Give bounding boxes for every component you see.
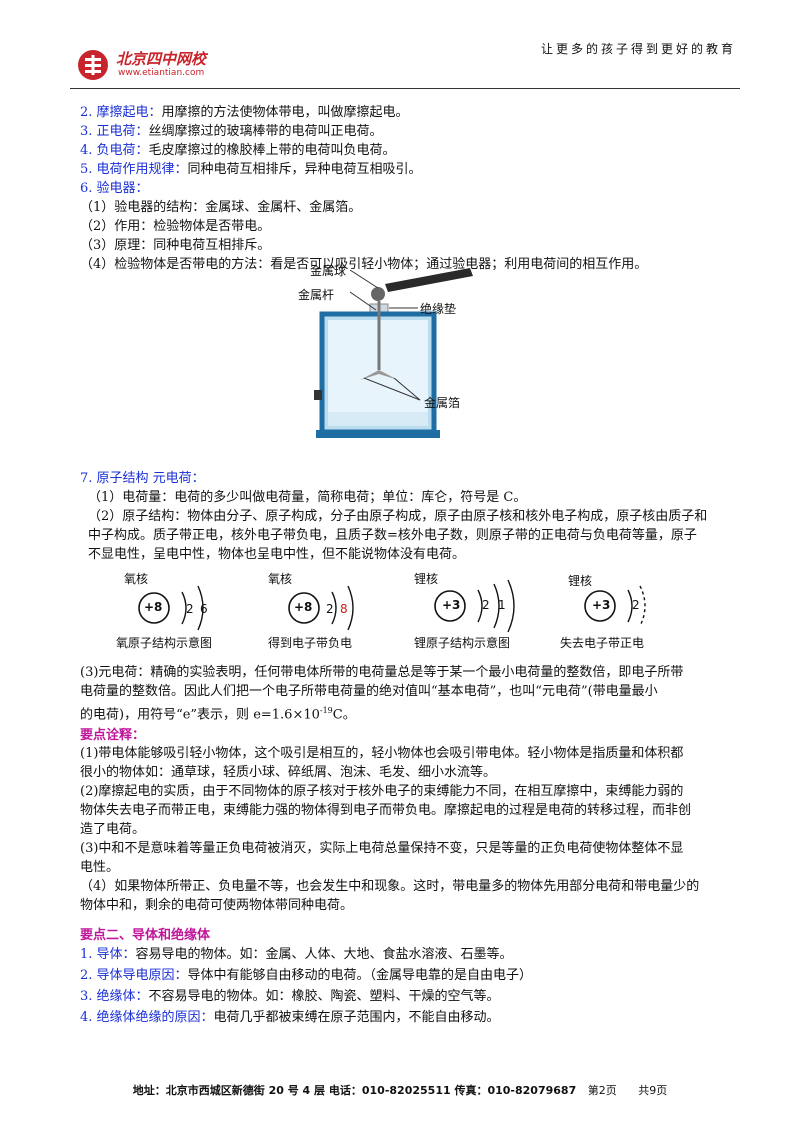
note-1b: 很小的物体如：通草球，轻质小球、碎纸屑、泡沫、毛发、细小水流等。: [80, 765, 497, 780]
item-4: 4. 负电荷：毛皮摩擦过的橡胶棒上带的电荷叫负电荷。: [80, 142, 396, 160]
item-2-term: 2. 摩擦起电：: [80, 105, 162, 120]
atom-shell-figure: [434, 579, 515, 633]
atom-core: +3: [592, 598, 611, 612]
section-two-line-2: 2. 导体导电原因：导体中有能够自由移动的电荷。（金属导电靠的是自由电子）: [80, 967, 532, 985]
logo: 北京四中网校 www.etiantian.com: [76, 48, 276, 84]
note-3a: (3)中和不是意味着等量正负电荷被消灭，实际上电荷总量保持不变，只是等量的正负电…: [80, 841, 684, 856]
note-3b: 电性。: [80, 860, 120, 875]
note-2c: 造了电荷。: [80, 822, 146, 837]
atom-shell-2: 1: [498, 598, 506, 612]
nucleus-label: 锂核: [414, 572, 439, 586]
note-1a: (1)带电体能够吸引轻小物体，这个吸引是相互的，轻小物体也会吸引带电体。轻小物体…: [80, 746, 684, 761]
atom-shell-1: 2: [186, 602, 194, 616]
line-4-text: 电荷几乎都被束缚在原子范围内，不能自由移动。: [213, 1010, 500, 1025]
atom-caption: 氧原子结构示意图: [116, 636, 213, 650]
note-4a: （4）如果物体所带正、负电量不等，也会发生中和现象。这时，带电量多的物体先用部分…: [80, 879, 700, 894]
atom-caption: 得到电子带负电: [268, 636, 353, 650]
section-two-line-3: 3. 绝缘体：不容易导电的物体。如：橡胶、陶瓷、塑料、干燥的空气等。: [80, 988, 500, 1006]
item-5: 5. 电荷作用规律：同种电荷互相排斥，异种电荷互相吸引。: [80, 161, 422, 179]
atom-diagrams: 氧核 +8 2 6 氧原子结构示意图 氧核 +8 2 8 得到电子带负电 锂核 …: [110, 568, 690, 658]
footer-address: 地址：北京市西城区新德街 20 号 4 层 电话：010-82025511 传真…: [132, 1084, 577, 1097]
atom-core: +3: [442, 598, 461, 612]
note-2b: 物体失去电子而带正电，束缚能力强的物体得到电子而带负电。摩擦起电的过程是电荷的转…: [80, 803, 692, 818]
electroscope-figure: [314, 268, 473, 438]
line-1-text: 容易导电的物体。如：金属、人体、大地、食盐水溶液、石墨等。: [135, 947, 513, 962]
logo-url: www.etiantian.com: [118, 68, 205, 78]
item-2: 2. 摩擦起电：用摩擦的方法使物体带电，叫做摩擦起电。: [80, 104, 409, 122]
nucleus-label: 锂核: [568, 574, 593, 588]
nucleus-label: 氧核: [124, 572, 149, 586]
notes-title: 要点诠释：: [80, 728, 146, 743]
atom-lithium-ion: 锂核 +3 2 失去电子带正电: [560, 568, 690, 658]
section-7-p2c: 不显电性，呈电中性，物体也呈电中性，但不能说物体没有电荷。: [88, 547, 466, 562]
atom-shell-figure: [288, 585, 354, 631]
section-7-p1: （1）电荷量：电荷的多少叫做电荷量，简称电荷；单位：库仑，符号是 C。: [88, 490, 527, 505]
atom-shell-figure: [138, 585, 204, 631]
item-5-term: 5. 电荷作用规律：: [80, 162, 188, 177]
line-2-text: 导体中有能够自由移动的电荷。（金属导电靠的是自由电子）: [187, 968, 533, 983]
item-6-1: （1）验电器的结构：金属球、金属杆、金属箔。: [80, 200, 362, 215]
note-2a: (2)摩擦起电的实质，由于不同物体的原子核对于核外电子的束缚能力不同，在相互摩擦…: [80, 784, 684, 799]
electroscope-diagram: 金属球 金属杆 绝缘垫 金属箔: [290, 262, 490, 462]
atom-shell-1: 2: [326, 602, 334, 616]
item-4-text: 毛皮摩擦过的橡胶棒上带的电荷叫负电荷。: [148, 143, 396, 158]
atom-shell-1: 2: [482, 598, 490, 612]
line-2-term: 2. 导体导电原因：: [80, 968, 188, 983]
item-6-4: （4）检验物体是否带电的方法：看是否可以吸引轻小物体；通过验电器；利用电荷间的相…: [80, 257, 648, 272]
nucleus-label: 氧核: [268, 572, 293, 586]
line-3-text: 不容易导电的物体。如：橡胶、陶瓷、塑料、干燥的空气等。: [148, 989, 500, 1004]
atom-shell-2: 6: [200, 602, 208, 616]
line-4-term: 4. 绝缘体绝缘的原因：: [80, 1010, 214, 1025]
section-7-3-a: (3)元电荷：精确的实验表明，任何带电体所带的电荷量总是等于某一个最小电荷量的整…: [80, 665, 684, 680]
section-two-line-1: 1. 导体：容易导电的物体。如：金属、人体、大地、食盐水溶液、石墨等。: [80, 946, 513, 964]
section-7-3-c: 的电荷)，用符号“e”表示，则 e=1.6×10-19C。: [80, 702, 356, 724]
label-metal-rod: 金属杆: [298, 288, 335, 302]
item-5-text: 同种电荷互相排斥，异种电荷互相吸引。: [187, 162, 422, 177]
atom-shell-1: 2: [632, 598, 640, 612]
footer-page: 第2页: [587, 1084, 617, 1097]
section-7-3-c-sup: -19: [319, 706, 333, 715]
item-3-text: 丝绸摩擦过的玻璃棒带的电荷叫正电荷。: [148, 124, 383, 139]
item-4-term: 4. 负电荷：: [80, 143, 149, 158]
section-7-title: 7. 原子结构 元电荷：: [80, 471, 205, 486]
item-6-title: 6. 验电器：: [80, 181, 149, 196]
section-7-3-c-pre: 的电荷)，用符号“e”表示，则 e=1.6×10: [80, 707, 320, 723]
atom-oxygen: 氧核 +8 2 6 氧原子结构示意图: [110, 568, 260, 658]
header-divider: [70, 88, 740, 89]
footer: 地址：北京市西城区新德街 20 号 4 层 电话：010-82025511 传真…: [0, 1082, 800, 1098]
atom-caption: 失去电子带正电: [560, 636, 645, 650]
atom-core: +8: [294, 600, 313, 614]
item-3-term: 3. 正电荷：: [80, 124, 149, 139]
item-2-text: 用摩擦的方法使物体带电，叫做摩擦起电。: [161, 105, 409, 120]
line-3-term: 3. 绝缘体：: [80, 989, 149, 1004]
section-7-3-c-post: C。: [332, 707, 356, 723]
section-7-3-b: 电荷量的整数倍。因此人们把一个电子所带电荷量的绝对值叫“基本电荷”，也叫“元电荷…: [80, 684, 658, 699]
section-7-p2a: （2）原子结构：物体由分子、原子构成，分子由原子构成，原子由原子核和核外电子构成…: [88, 509, 708, 524]
section-7-p2b: 中子构成。质子带正电，核外电子带负电，且质子数=核外电子数，则原子带的正电荷与负…: [88, 528, 697, 543]
school-logo-icon: [78, 50, 108, 80]
slogan: 让更多的孩子得到更好的教育: [540, 42, 736, 56]
note-4b: 物体中和，剩余的电荷可使两物体带同种电荷。: [80, 898, 354, 913]
line-1-term: 1. 导体：: [80, 947, 136, 962]
logo-text: 北京四中网校: [116, 50, 207, 68]
atom-oxygen-ion: 氧核 +8 2 8 得到电子带负电: [260, 568, 410, 658]
atom-shell-2: 8: [340, 602, 348, 616]
item-6-2: （2）作用：检验物体是否带电。: [80, 219, 271, 234]
section-two-line-4: 4. 绝缘体绝缘的原因：电荷几乎都被束缚在原子范围内，不能自由移动。: [80, 1009, 500, 1027]
atom-caption: 锂原子结构示意图: [414, 636, 511, 650]
label-metal-foil: 金属箔: [424, 396, 461, 410]
atom-lithium: 锂核 +3 2 1 锂原子结构示意图: [410, 568, 560, 658]
item-6-3: （3）原理：同种电荷互相排斥。: [80, 238, 271, 253]
item-3: 3. 正电荷：丝绸摩擦过的玻璃棒带的电荷叫正电荷。: [80, 123, 383, 141]
atom-core: +8: [144, 600, 163, 614]
footer-total: 共9页: [638, 1084, 668, 1097]
atom-shell-figure: [584, 585, 646, 627]
label-metal-ball: 金属球: [310, 264, 347, 278]
section-two-title: 要点二、导体和绝缘体: [80, 928, 211, 943]
label-insulating-pad: 绝缘垫: [420, 302, 457, 316]
